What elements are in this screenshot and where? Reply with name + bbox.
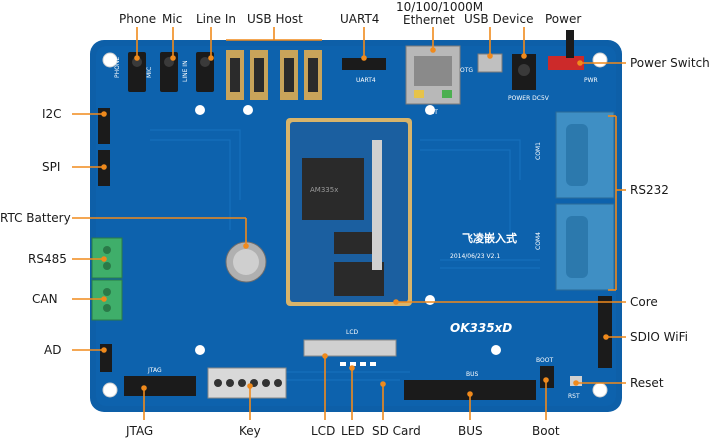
date-silk: 2014/06/23 V2.1	[450, 253, 500, 260]
otg-silk: OTG	[460, 67, 473, 74]
net-silk: NET	[426, 109, 438, 116]
rst-silk: RST	[568, 393, 580, 400]
com4-silk: COM4	[535, 232, 542, 250]
uart4-silk: UART4	[356, 77, 376, 84]
left-headers	[98, 108, 110, 186]
label-mic: Mic	[162, 12, 183, 26]
com1-silk: COM1	[535, 142, 542, 160]
pwr-silk: PWR	[584, 77, 598, 84]
led-row	[340, 362, 376, 366]
audio-jacks: PHONE MIC LINE IN	[114, 52, 214, 92]
core-module: AM335x	[286, 118, 412, 306]
label-ethernet: Ethernet	[403, 13, 455, 27]
label-led: LED	[341, 424, 365, 438]
label-sd-card: SD Card	[372, 424, 421, 438]
label-key: Key	[239, 424, 261, 438]
label-core: Core	[630, 295, 658, 309]
label-can: CAN	[32, 292, 58, 306]
label-reset: Reset	[630, 376, 664, 390]
chip-silk: AM335x	[310, 186, 338, 194]
rs232-connectors: COM1 COM4	[535, 111, 615, 291]
power-dc-silk: POWER DC5V	[508, 95, 550, 102]
power-switch: PWR	[548, 30, 598, 84]
mic-silk: MIC	[146, 67, 153, 78]
jtag-silk: JTAG	[147, 367, 162, 374]
bus-silk: BUS	[466, 371, 479, 378]
label-bus: BUS	[458, 424, 483, 438]
label-usb-host: USB Host	[247, 12, 303, 26]
label-jtag: JTAG	[126, 424, 154, 438]
label-i2c: I2C	[42, 107, 62, 121]
label-phone: Phone	[119, 12, 157, 26]
label-power-switch: Power Switch	[630, 56, 710, 70]
label-spi: SPI	[42, 160, 61, 174]
uart4-header: UART4	[342, 58, 386, 84]
label-sdio-wifi: SDIO WiFi	[630, 330, 688, 344]
label-rs485: RS485	[28, 252, 67, 266]
label-ethernet-speed: 10/100/1000M	[396, 0, 484, 14]
brand-area: 飞凌嵌入式 2014/06/23 V2.1	[450, 231, 517, 260]
line-in-silk: LINE IN	[182, 60, 189, 82]
phone-silk: PHONE	[114, 57, 121, 78]
boot-silk: BOOT	[536, 357, 553, 364]
lcd-silk: LCD	[346, 329, 359, 336]
label-usb-device: USB Device	[464, 12, 534, 26]
sdio-header	[598, 296, 612, 368]
label-rtc-battery: RTC Battery	[0, 211, 71, 225]
usb-host-ports	[226, 50, 322, 100]
model-logo: OK335xD	[450, 321, 512, 335]
brand-silk: 飞凌嵌入式	[462, 231, 517, 245]
lcd-connector: LCD	[303, 329, 397, 357]
rtc-battery	[225, 241, 267, 283]
label-boot: Boot	[532, 424, 560, 438]
key-buttons	[207, 367, 287, 399]
power-jack: POWER DC5V	[508, 54, 550, 102]
label-rs232: RS232	[630, 183, 669, 197]
bus-header: BUS	[404, 371, 536, 400]
terminal-blocks	[91, 237, 123, 321]
label-line-in: Line In	[196, 12, 236, 26]
jtag-header: JTAG	[124, 367, 196, 396]
label-ad: AD	[44, 343, 62, 357]
label-lcd: LCD	[311, 424, 336, 438]
label-uart4: UART4	[340, 12, 380, 26]
label-power: Power	[545, 12, 582, 26]
ethernet-port: NET	[405, 45, 461, 116]
callout-lines	[72, 27, 626, 420]
